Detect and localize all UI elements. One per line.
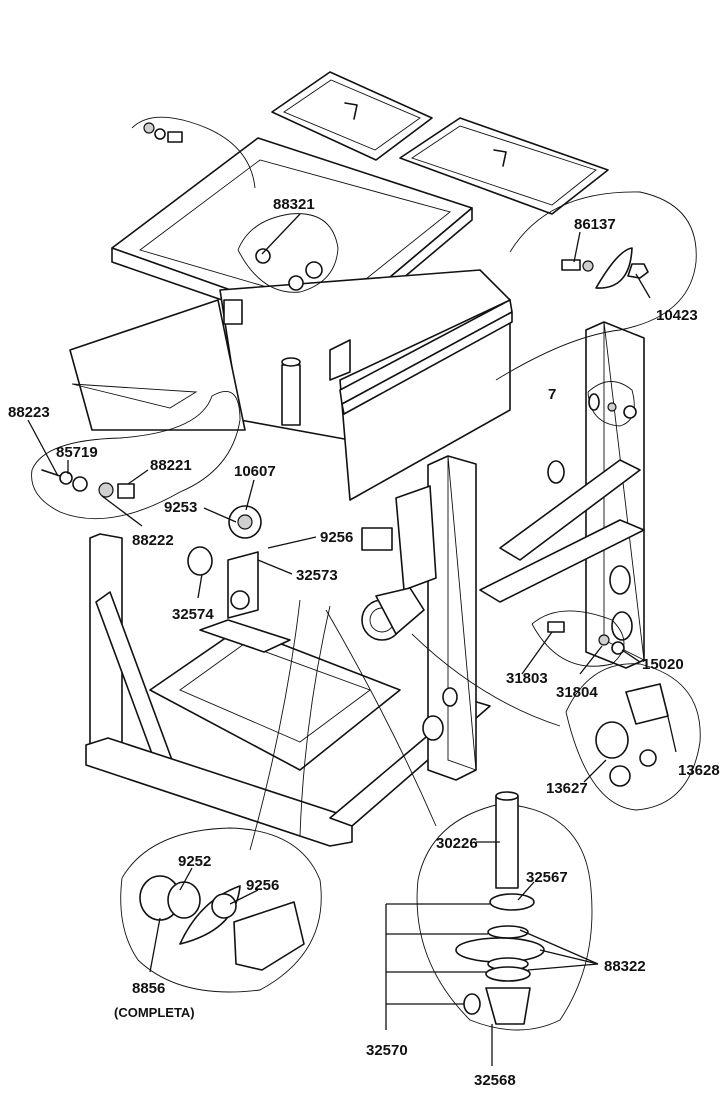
lid-left <box>271 71 433 161</box>
label-32573: 32573 <box>296 567 338 584</box>
label-30226: 30226 <box>436 835 478 852</box>
label-9256-upper: 9256 <box>320 529 353 546</box>
label-88321: 88321 <box>273 196 315 213</box>
front-right-upright <box>395 455 477 781</box>
label-32567: 32567 <box>526 869 568 886</box>
label-88221: 88221 <box>150 457 192 474</box>
detail-13627 <box>565 663 701 811</box>
detail-31803 <box>531 610 625 667</box>
label-85719: 85719 <box>56 444 98 461</box>
detail-top-left <box>131 116 256 189</box>
connector-line <box>411 633 561 727</box>
leader-lines <box>27 213 677 1066</box>
detail-88321 <box>237 213 339 293</box>
label-31804: 31804 <box>556 684 598 701</box>
label-9252: 9252 <box>178 853 211 870</box>
label-10423: 10423 <box>656 307 698 324</box>
label-8856-note: (COMPLETA) <box>114 1005 195 1020</box>
label-32570: 32570 <box>366 1042 408 1059</box>
part-labels: 88321 86137 10423 7 88223 85719 88221 10… <box>8 196 720 1089</box>
label-32568: 32568 <box>474 1072 516 1089</box>
label-88223: 88223 <box>8 404 50 421</box>
connector-line <box>249 599 301 851</box>
lid-right <box>399 117 609 215</box>
label-15020: 15020 <box>642 656 684 673</box>
label-7: 7 <box>548 386 556 403</box>
burner-assembly <box>187 505 393 619</box>
label-9256-lower: 9256 <box>246 877 279 894</box>
label-13627: 13627 <box>546 780 588 797</box>
label-10607: 10607 <box>234 463 276 480</box>
detail-bottom-left <box>120 827 322 993</box>
label-32574: 32574 <box>172 606 214 623</box>
label-88322: 88322 <box>604 958 646 975</box>
label-13628: 13628 <box>678 762 720 779</box>
detail-drain <box>416 791 593 1031</box>
connector-line <box>299 605 331 837</box>
detail-left-valve <box>31 391 241 520</box>
left-leg <box>89 533 173 771</box>
top-rail <box>339 299 513 415</box>
pump-motor <box>361 587 425 641</box>
detail-right-bolt <box>587 381 637 427</box>
label-86137: 86137 <box>574 216 616 233</box>
label-9253: 9253 <box>164 499 197 516</box>
detail-86137 <box>495 191 697 381</box>
label-31803: 31803 <box>506 670 548 687</box>
overflow-pipe <box>281 357 301 426</box>
label-8856: 8856 <box>132 980 165 997</box>
connector-line <box>325 609 437 827</box>
label-88222: 88222 <box>132 532 174 549</box>
